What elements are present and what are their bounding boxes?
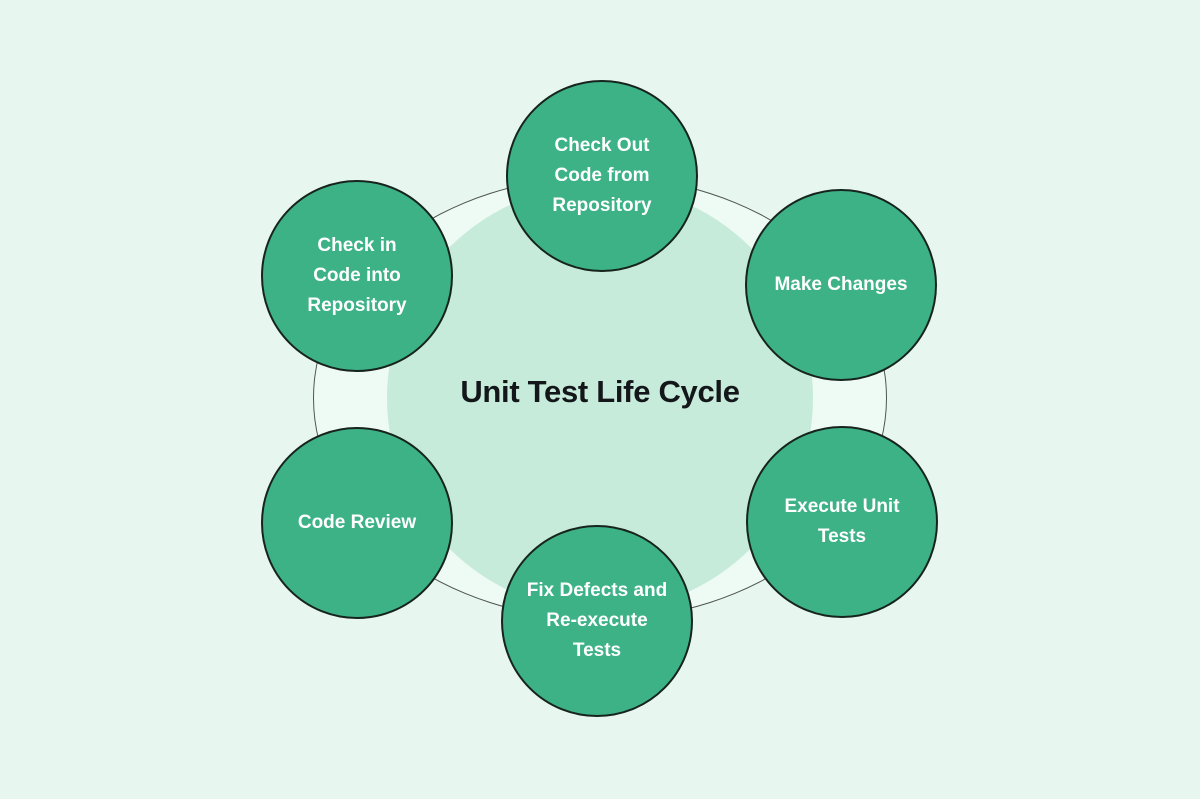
node-label-line: Code Review <box>297 512 417 533</box>
node-label-line: Repository <box>552 195 652 216</box>
node-label: Check Out Code from Repository <box>517 131 687 221</box>
node-label-line: Tests <box>817 526 867 547</box>
node-label: Code Review <box>272 508 442 538</box>
node-label-line: Execute Unit <box>784 496 900 517</box>
node-label: Fix Defects and Re-execute Tests <box>512 576 682 666</box>
node-label-line: Fix Defects and <box>526 580 668 601</box>
node-label-line: Code into <box>313 265 401 286</box>
node-label-line: Tests <box>572 640 622 661</box>
node-label-line: Make Changes <box>774 274 908 295</box>
node-execute-unit-tests: Execute Unit Tests <box>746 426 938 618</box>
node-label-line: Repository <box>307 295 407 316</box>
node-label: Execute Unit Tests <box>757 492 927 552</box>
node-label: Make Changes <box>756 270 926 300</box>
diagram-title: Unit Test Life Cycle <box>460 374 740 409</box>
node-make-changes: Make Changes <box>745 189 937 381</box>
node-check-in-code: Check in Code into Repository <box>261 180 453 372</box>
node-label-line: Check Out <box>554 135 650 156</box>
node-label-line: Re-execute <box>546 610 648 631</box>
node-label-line: Code from <box>554 165 650 186</box>
node-fix-defects: Fix Defects and Re-execute Tests <box>501 525 693 717</box>
node-label-line: Check in <box>317 235 397 256</box>
node-code-review: Code Review <box>261 427 453 619</box>
node-check-out-code: Check Out Code from Repository <box>506 80 698 272</box>
node-label: Check in Code into Repository <box>272 231 442 321</box>
